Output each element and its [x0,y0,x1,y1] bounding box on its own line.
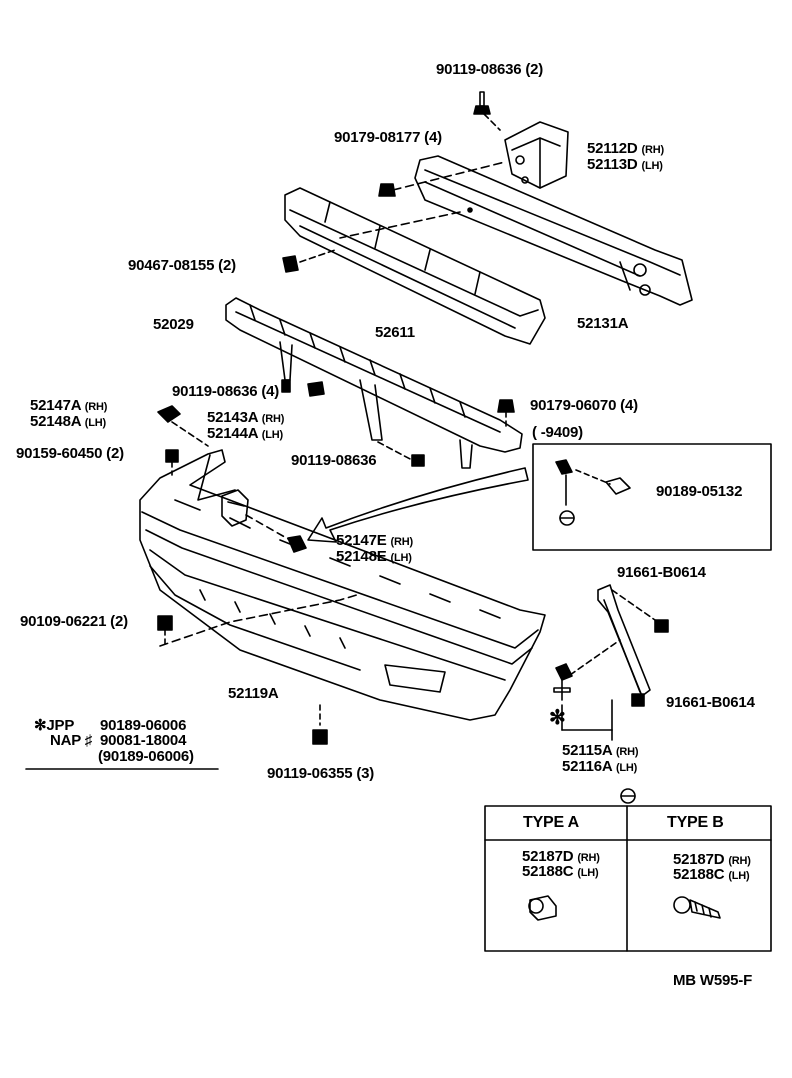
part-52187d: 52187D [522,848,574,865]
rh-tag: (RH) [261,413,285,425]
label-52113d: 52113D (LH) [587,157,663,174]
rh-tag: (RH) [728,855,751,867]
lh-tag: (LH) [728,870,750,882]
part-52143a: 52143A [207,409,258,426]
label-90467-08155-2: 90467-08155 (2) [128,257,236,274]
nut-90179-08177-shape [378,161,506,197]
label-52144a: 52144A (LH) [207,426,283,443]
nut-90179-06070-shape [497,399,515,431]
part-52115a: 52115A [562,742,612,759]
arrow-shape [307,467,529,543]
label-90189-06006-paren: (90189-06006) [98,748,194,765]
absorber-52611-shape [284,187,546,345]
label-90179-06070-4: 90179-06070 (4) [530,397,638,414]
side-bracket-52115a-shape [553,584,656,741]
label-90119-08636-4: 90119-08636 (4) [172,383,280,400]
screw-90109-06221-shape [157,615,173,646]
label-90081-18004: 90081-18004 [100,732,187,749]
sharp-icon: ♯ [84,732,93,749]
label-52147e: 52147E (RH) [336,533,413,550]
label-nap: NAP ♯ [50,733,92,749]
screw-90119-06355-shape [312,704,328,745]
lh-tag: (LH) [390,552,412,564]
label-90179-08177-4: 90179-08177 (4) [334,129,442,146]
label-90159-60450-2: 90159-60450 (2) [16,445,124,462]
label-52115a: 52115A (RH) [562,742,639,760]
label-52131a: 52131A [577,315,629,332]
jpp-text: JPP [46,717,75,734]
rh-tag: (RH) [84,401,108,413]
label-52188c-b: 52188C (LH) [673,867,750,884]
part-52187d: 52187D [673,851,725,868]
rh-tag: (RH) [615,746,639,758]
asterisk-marker: ✻ [549,707,566,729]
part-52147a: 52147A [30,397,81,414]
footer-code: MB W595-F [673,972,753,989]
label-91661-b0614-top: 91661-B0614 [617,564,706,581]
lh-tag: (LH) [261,429,283,441]
bumper-cover-52119a-shape [139,449,546,721]
rh-tag: (RH) [390,536,414,548]
part-52148e: 52148E [336,548,387,565]
reinforcement-52131a-shape [414,155,693,306]
label-90189-06006: 90189-06006 [100,717,187,734]
rh-tag: (RH) [577,852,600,864]
bracket-52143a-shape [221,489,291,541]
inset-9409-shape [532,443,772,551]
part-52112d: 52112D [587,140,638,157]
label-jpp: ✻JPP [34,718,74,734]
type-table [484,805,772,952]
part-52113d: 52113D [587,156,638,173]
nap-text: NAP [50,732,81,749]
bolt-top-shape [473,91,501,131]
label-52148e: 52148E (LH) [336,549,412,566]
part-52188c: 52188C [673,866,725,883]
label-90109-06221-2: 90109-06221 (2) [20,613,128,630]
rh-tag: (RH) [641,144,665,156]
bolt-90119-08636-4-shape [281,379,425,467]
type-a-header: TYPE A [523,814,579,831]
ref-symbols [25,510,636,804]
lh-tag: (LH) [577,867,599,879]
retainer-52029-shape [225,297,523,469]
label-90119-08636: 90119-08636 [291,452,377,469]
label-52143a: 52143A (RH) [207,410,284,427]
label-range-9409: ( -9409) [532,424,583,441]
label-52187d-b: 52187D (RH) [673,852,751,869]
part-52148a: 52148A [30,413,81,430]
label-52148a: 52148A (LH) [30,414,106,431]
part-52188c: 52188C [522,863,574,880]
lh-tag: (LH) [641,160,663,172]
label-52112d: 52112D (RH) [587,141,664,158]
bracket-52147a-shape [157,405,209,447]
part-52147e: 52147E [336,532,387,549]
label-52188c-a: 52188C (LH) [522,864,599,881]
label-91661-b0614-bottom: 91661-B0614 [666,694,755,711]
part-52116a: 52116A [562,758,612,775]
clip-52147e-shape [287,535,307,553]
label-52147a: 52147A (RH) [30,398,107,415]
label-90189-05132: 90189-05132 [656,483,743,500]
label-52029: 52029 [153,316,194,333]
lh-tag: (LH) [84,417,106,429]
part-52144a: 52144A [207,425,258,442]
clip-90467-08155-shape [282,255,299,273]
label-52119a: 52119A [228,685,279,702]
asterisk-icon: ✻ [34,717,47,734]
bracket-52112d-shape [504,121,569,189]
bolt-91661-b0614-shape [631,619,669,707]
label-52116a: 52116A (LH) [562,759,637,776]
type-b-header: TYPE B [667,814,724,831]
label-52611: 52611 [375,324,415,341]
lh-tag: (LH) [615,762,638,774]
label-90119-06355-3: 90119-06355 (3) [267,765,375,782]
label-90119-08636-2: 90119-08636 (2) [436,61,544,78]
label-52187d-a: 52187D (RH) [522,849,600,866]
